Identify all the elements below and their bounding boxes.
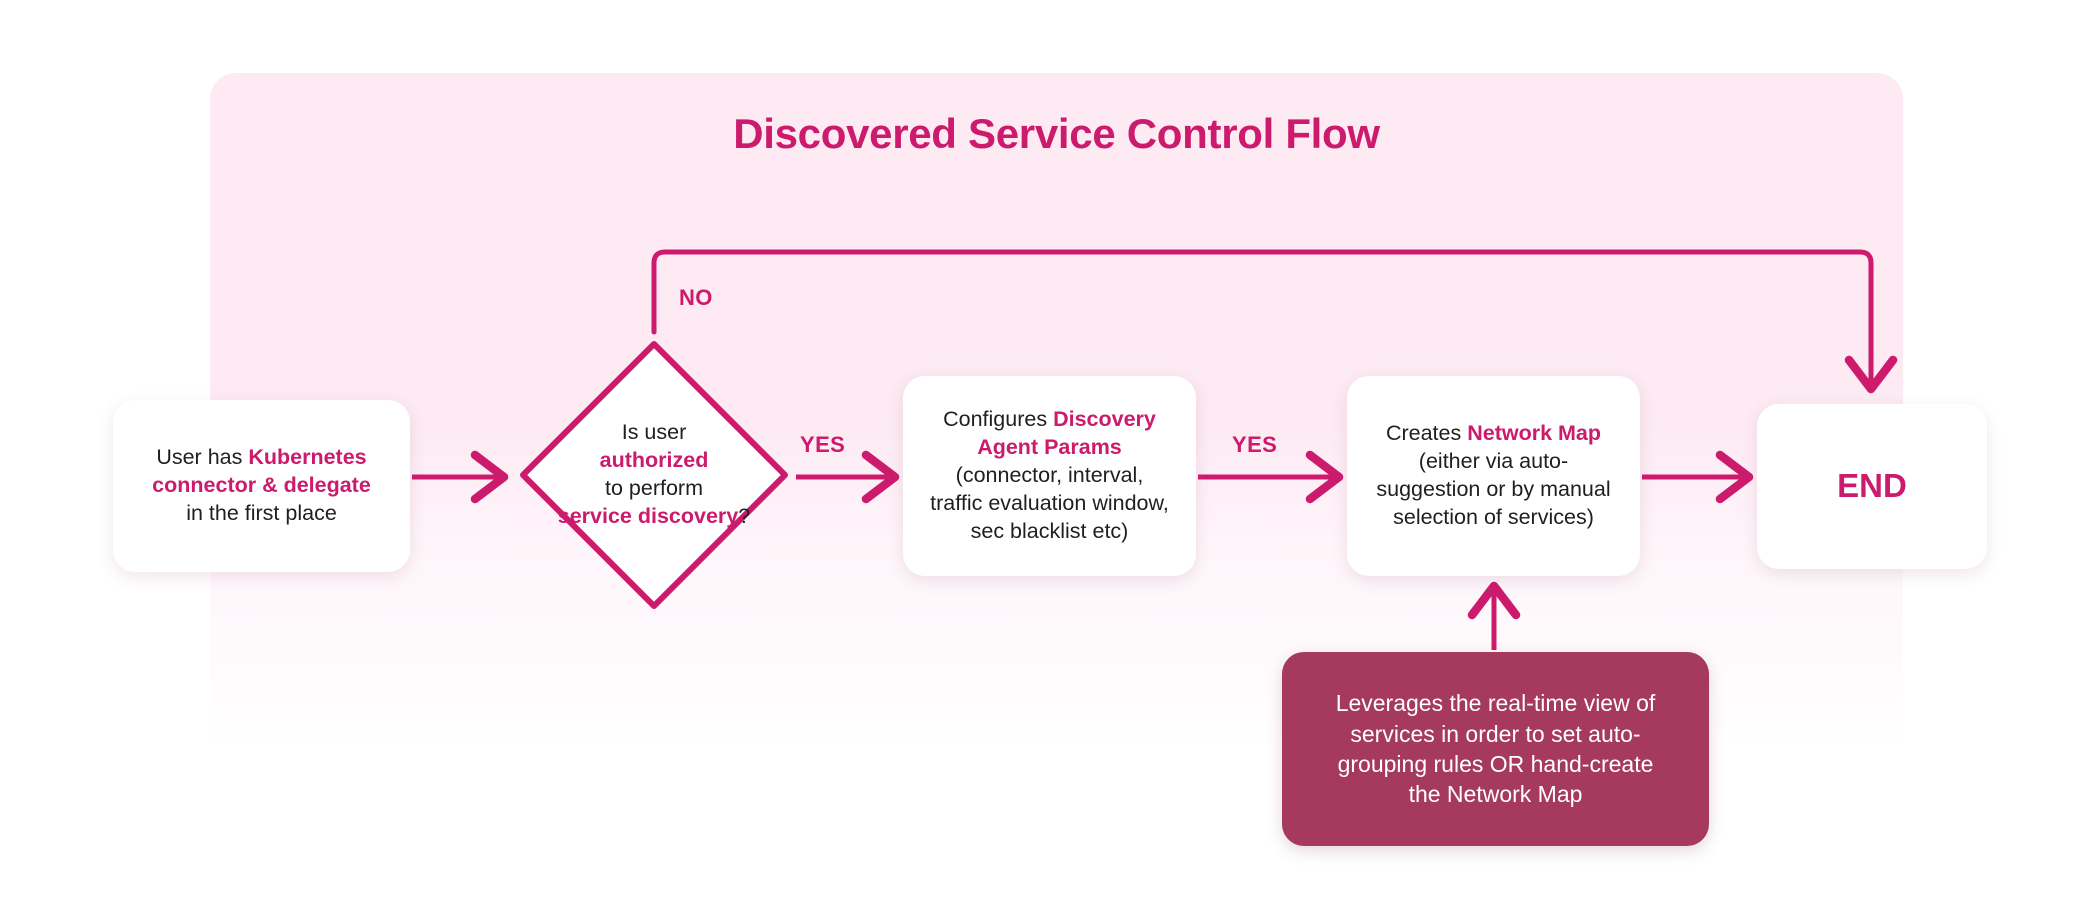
node-user-line2-highlight: connector & delegate <box>152 473 371 498</box>
node-netmap-line3: suggestion or by manual <box>1376 477 1611 501</box>
node-end[interactable]: END <box>1757 404 1987 569</box>
node-configures-discovery-agent-params[interactable]: Configures Discovery Agent Params (conne… <box>903 376 1196 576</box>
node-callout-line4: the Network Map <box>1408 781 1583 808</box>
node-netmap-line4: selection of services) <box>1393 504 1594 529</box>
node-callout-line1: Leverages the real-time view of <box>1335 690 1656 717</box>
node-creates-network-map[interactable]: Creates Network Map (either via auto- su… <box>1347 376 1640 576</box>
node-params-line1-highlight: Discovery <box>1053 407 1156 432</box>
node-decision-line3: to perform <box>605 476 703 500</box>
node-is-user-authorized[interactable]: Is user authorized to perform service di… <box>514 335 794 615</box>
node-user-line1-highlight: Kubernetes <box>248 445 367 470</box>
node-leverages-realtime-view[interactable]: Leverages the real-time view of services… <box>1282 652 1709 846</box>
node-params-line1-plain: Configures <box>943 407 1054 432</box>
node-params-line3: (connector, interval, <box>955 463 1144 488</box>
node-decision-line4-suffix: ? <box>738 503 751 528</box>
page-title: Discovered Service Control Flow <box>733 110 1380 157</box>
node-netmap-line1-plain: Creates <box>1385 421 1468 446</box>
node-end-label: END <box>1837 467 1907 505</box>
node-decision-line4-highlight: service discovery <box>557 503 739 528</box>
node-netmap-line2: (either via auto- <box>1418 449 1569 474</box>
node-decision-line2-highlight: authorized <box>599 448 709 473</box>
node-callout-line2: services in order to set auto- <box>1350 720 1641 747</box>
node-user-has-connector[interactable]: User has Kubernetes connector & delegate… <box>113 400 410 572</box>
node-callout-line3: grouping rules OR hand-create <box>1337 751 1654 777</box>
edge-label-yes-1: YES <box>800 432 846 457</box>
edge-decision-no-to-end <box>651 249 1898 394</box>
node-params-line5: sec blacklist etc) <box>970 518 1129 543</box>
node-netmap-line1-highlight: Network Map <box>1467 421 1602 446</box>
edge-label-no: NO <box>679 285 713 310</box>
edge-label-yes-2: YES <box>1232 432 1278 457</box>
diamond-shape-icon <box>520 341 788 609</box>
node-params-line4: traffic evaluation window, <box>930 490 1169 515</box>
node-params-line2-highlight: Agent Params <box>977 435 1122 460</box>
node-user-line3: in the first place <box>186 500 337 525</box>
node-decision-line1: Is user <box>621 420 687 445</box>
node-user-line1-plain: User has <box>156 445 249 470</box>
